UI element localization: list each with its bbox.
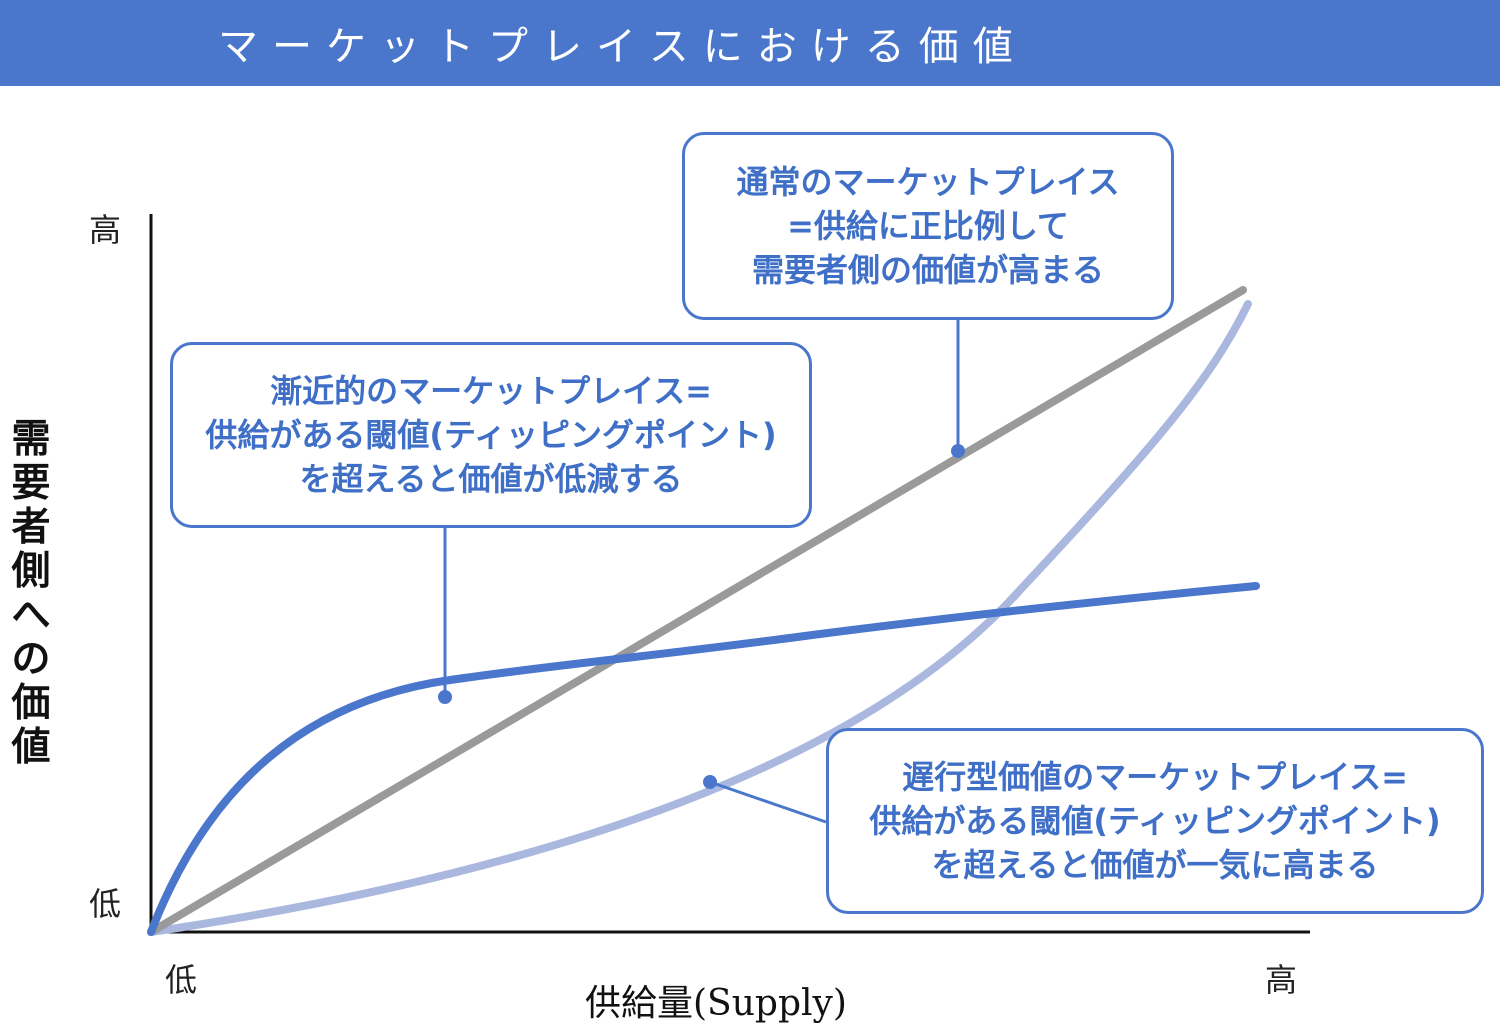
callout-line: 供給がある閾値(ティッピングポイント)	[869, 802, 1441, 840]
callout-line: 需要者側の価値が高まる	[751, 251, 1104, 289]
x-axis-high-label: 高	[1265, 961, 1298, 999]
delayed-value-curve	[147, 300, 1252, 936]
callout-line: 供給がある閾値(ティッピングポイント)	[205, 416, 777, 454]
leader-delayed	[709, 780, 827, 824]
callout-line: 遅行型価値のマーケットプレイス=	[902, 758, 1408, 796]
asymptotic-value-curve	[147, 582, 1260, 936]
x-axis-title: 供給量(Supply)	[585, 983, 847, 1024]
y-axis-low-label: 低	[89, 885, 122, 923]
callout-line: 漸近的のマーケットプレイス=	[270, 372, 712, 410]
marker-delayed	[703, 775, 717, 789]
marker-normal	[951, 444, 965, 458]
normal-value-line	[147, 286, 1247, 936]
marker-asymptotic	[438, 690, 452, 704]
page-title: マーケットプレイスにおける価値	[218, 24, 1027, 70]
callout-line: を超えると価値が一気に高まる	[931, 846, 1379, 884]
callout-line: =供給に正比例して	[787, 207, 1069, 245]
x-axis-low-label: 低	[165, 961, 198, 999]
callout-asymptotic-marketplace: 漸近的のマーケットプレイス= 供給がある閾値(ティッピングポイント) を超えると…	[170, 342, 812, 528]
callout-delayed-marketplace: 遅行型価値のマーケットプレイス= 供給がある閾値(ティッピングポイント) を超え…	[826, 728, 1484, 914]
callout-line: 通常のマーケットプレイス	[736, 163, 1120, 201]
header-bar: マーケットプレイスにおける価値	[0, 0, 1500, 86]
y-axis-title: 需要者側への価値	[11, 417, 51, 770]
callout-line: を超えると価値が低減する	[299, 460, 683, 498]
y-axis-high-label: 高	[89, 211, 122, 249]
callout-normal-marketplace: 通常のマーケットプレイス =供給に正比例して 需要者側の価値が高まる	[682, 132, 1174, 320]
